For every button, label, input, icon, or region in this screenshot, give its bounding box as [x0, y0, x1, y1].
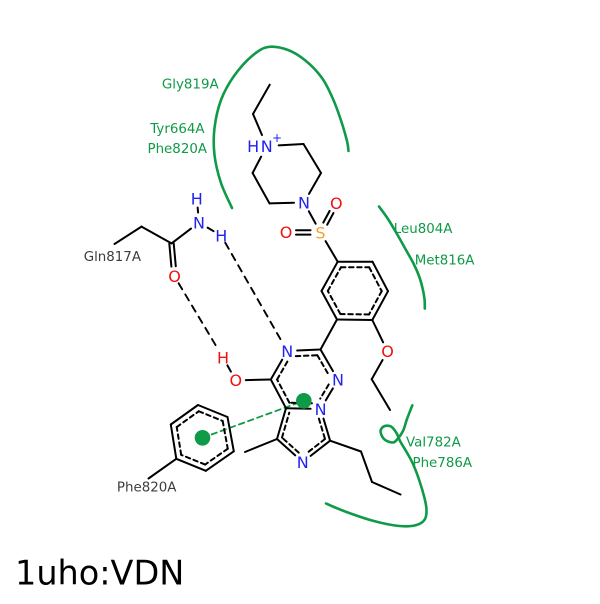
bond — [321, 320, 338, 350]
structure-title: 1uho:VDN — [15, 554, 184, 593]
aromatic-inner-bond — [328, 291, 341, 314]
bond — [142, 227, 172, 244]
aromatic-bond — [198, 405, 228, 417]
bond — [253, 114, 262, 135]
residue-label-val782a: Val782A — [406, 435, 462, 450]
bond — [149, 459, 177, 479]
bond — [304, 144, 322, 173]
aromatic-bond — [311, 441, 331, 456]
aromatic-inner-bond — [369, 267, 382, 291]
arc-val782-phe786 — [326, 405, 427, 526]
residue-label-gly819a: Gly819A — [162, 77, 220, 92]
double-bond — [174, 243, 176, 266]
atom-label-l8: S — [315, 223, 325, 242]
residue-label-met816a: Met816A — [415, 254, 476, 269]
aromatic-bond — [176, 459, 206, 471]
aromatic-bond — [297, 350, 320, 351]
atom-label-l29: N — [297, 453, 309, 472]
aromatic-bond — [326, 388, 333, 400]
aromatic-inner-bond — [296, 355, 317, 356]
hydrophobic-contact-arcs — [214, 47, 427, 527]
atom-label-l23: N — [315, 400, 327, 419]
hydrogen-bond — [225, 243, 281, 341]
bond — [115, 227, 142, 244]
bond — [372, 379, 390, 410]
bond — [309, 173, 321, 194]
bond — [246, 380, 271, 381]
aromatic-inner-bond — [277, 380, 289, 403]
atom-label-g3: O — [168, 267, 181, 286]
residue-label-gln817a: Gln817A — [84, 250, 142, 265]
bond — [326, 241, 338, 262]
aromatic-inner-bond — [223, 421, 228, 449]
bond — [253, 85, 270, 114]
residue-label-leu804a: Leu804A — [394, 222, 454, 237]
bond — [208, 228, 214, 232]
pi-center-dot — [296, 393, 312, 409]
residue-label-phe786a: Phe786A — [413, 456, 473, 471]
aromatic-inner-bond — [177, 411, 199, 427]
atom-label-g6: H — [215, 227, 227, 246]
hydrogen-bond-layer — [179, 243, 282, 350]
aromatic-bond — [321, 350, 334, 372]
atom-label-l9: O — [280, 223, 293, 242]
bond — [253, 173, 270, 203]
bond — [361, 452, 372, 483]
bond — [372, 482, 401, 495]
aromatic-bond — [286, 408, 311, 409]
aromatic-inner-bond — [205, 449, 228, 465]
atom-label-l10: O — [330, 194, 343, 213]
aromatic-bond — [171, 425, 177, 459]
bond — [330, 441, 361, 452]
arc-gly819-tyr664-phe820 — [214, 47, 349, 208]
atom-label-l20: N — [281, 342, 293, 361]
atom-label-g4: N — [193, 213, 205, 232]
hydrogen-bond — [179, 283, 219, 350]
aromatic-inner-bond — [369, 291, 382, 314]
double-bond — [169, 244, 171, 267]
aromatic-inner-bond — [317, 355, 328, 375]
aromatic-bond — [228, 417, 234, 451]
aromatic-inner-bond — [328, 267, 341, 291]
bond — [270, 203, 295, 204]
bond — [245, 439, 277, 452]
bond — [372, 360, 383, 379]
atom-label-extra-1: + — [272, 131, 282, 145]
aromatic-inner-bond — [177, 427, 181, 455]
aromatic-bond — [337, 320, 372, 321]
atom-label-l26: O — [230, 371, 243, 390]
residue-label-tyr664a: Tyr664A — [149, 122, 205, 137]
residue-label-phe820a: Phe820A — [148, 142, 208, 157]
atom-label-l5: N — [298, 193, 310, 212]
bond — [172, 229, 192, 244]
bond — [253, 157, 262, 173]
atom-label-l2: N — [261, 137, 273, 156]
bond — [309, 211, 316, 223]
bond — [372, 320, 383, 342]
bond — [279, 144, 304, 145]
atom-label-l27: H — [217, 348, 229, 367]
atom-label-extra-0: H — [247, 137, 259, 156]
atom-label-l22: N — [332, 371, 344, 390]
aromatic-bond — [271, 360, 282, 380]
atom-label-l17: O — [381, 342, 394, 361]
aromatic-bond — [277, 408, 286, 439]
residue-label-phe820a: Phe820A — [117, 481, 177, 496]
atom-label-g5: H — [191, 189, 203, 208]
pi-center-dot — [195, 430, 211, 446]
